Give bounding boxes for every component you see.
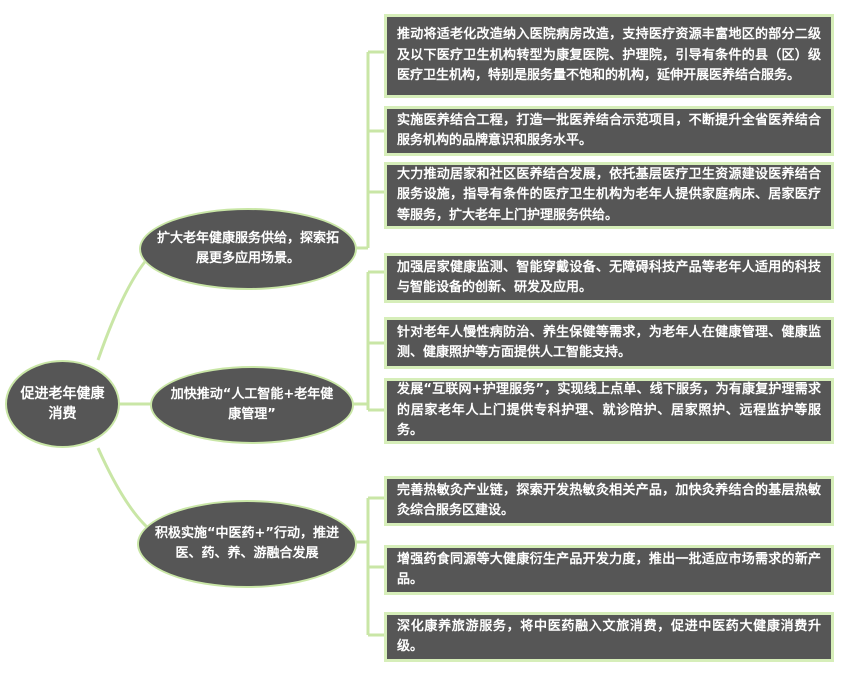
branch-node-3-label: 积极实施“中医药+”行动，推进医、药、养、游融合发展	[155, 526, 339, 561]
leaf-box-3-2-text: 增强药食同源等大健康衍生产品开发力度，推出一批适应市场需求的新产品。	[397, 551, 821, 588]
leaf-box-2-2-text: 针对老年人慢性病防治、养生保健等需求，为老年人在健康管理、健康监测、健康照护等方…	[397, 324, 821, 361]
connector-branch-1-bracket	[355, 52, 370, 250]
leaf-box-1-3: 大力推动居家和社区医养结合发展，依托基层医疗卫生资源建设医养结合服务设施，指导有…	[384, 162, 834, 229]
branch-node-3: 积极实施“中医药+”行动，推进医、药、养、游融合发展	[137, 500, 357, 588]
leaf-box-2-1: 加强居家健康监测、智能穿戴设备、无障碍科技产品等老年人适用的科技与智能设备的创新…	[384, 253, 834, 303]
leaf-box-3-2: 增强药食同源等大健康衍生产品开发力度，推出一批适应市场需求的新产品。	[384, 545, 834, 595]
leaf-box-3-1: 完善热敏灸产业链，探索开发热敏灸相关产品，加快灸养结合的基层热敏灸综合服务区建设…	[384, 476, 834, 526]
branch-node-2-label: 加快推动“人工智能+老年健康管理”	[170, 387, 334, 422]
leaf-box-2-3-text: 发展“互联网+护理服务”，实现线上点单、线下服务，为有康复护理需求的居家老年人上…	[397, 382, 821, 439]
connector-branch-3-bracket	[355, 498, 370, 635]
leaf-box-2-3: 发展“互联网+护理服务”，实现线上点单、线下服务，为有康复护理需求的居家老年人上…	[384, 378, 834, 444]
leaf-box-1-1: 推动将适老化改造纳入医院病房改造，支持医疗资源丰富地区的部分二级及以下医疗卫生机…	[384, 14, 834, 98]
root-node-label: 促进老年健康消费	[20, 386, 105, 422]
leaf-box-3-3-text: 深化康养旅游服务，将中医药融入文旅消费，促进中医药大健康消费升级。	[397, 618, 821, 655]
leaf-box-1-2: 实施医养结合工程，打造一批医养结合示范项目，不断提升全省医养结合服务机构的品牌意…	[384, 106, 834, 156]
leaf-box-3-1-text: 完善热敏灸产业链，探索开发热敏灸相关产品，加快灸养结合的基层热敏灸综合服务区建设…	[397, 482, 821, 519]
branch-node-1-label: 扩大老年健康服务供给，探索拓展更多应用场景。	[156, 231, 339, 266]
leaf-box-1-2-text: 实施医养结合工程，打造一批医养结合示范项目，不断提升全省医养结合服务机构的品牌意…	[397, 112, 821, 149]
leaf-box-2-2: 针对老年人慢性病防治、养生保健等需求，为老年人在健康管理、健康监测、健康照护等方…	[384, 317, 834, 369]
leaf-box-2-1-text: 加强居家健康监测、智能穿戴设备、无障碍科技产品等老年人适用的科技与智能设备的创新…	[397, 259, 821, 296]
leaf-box-3-3: 深化康养旅游服务，将中医药融入文旅消费，促进中医药大健康消费升级。	[384, 612, 834, 662]
leaf-box-1-3-text: 大力推动居家和社区医养结合发展，依托基层医疗卫生资源建设医养结合服务设施，指导有…	[397, 166, 821, 223]
leaf-box-1-1-text: 推动将适老化改造纳入医院病房改造，支持医疗资源丰富地区的部分二级及以下医疗卫生机…	[397, 27, 821, 84]
connector-branch-2-bracket	[352, 272, 370, 410]
branch-node-2: 加快推动“人工智能+老年健康管理”	[150, 366, 354, 444]
branch-node-1: 扩大老年健康服务供给，探索拓展更多应用场景。	[139, 208, 357, 290]
root-node: 促进老年健康消费	[5, 360, 120, 448]
